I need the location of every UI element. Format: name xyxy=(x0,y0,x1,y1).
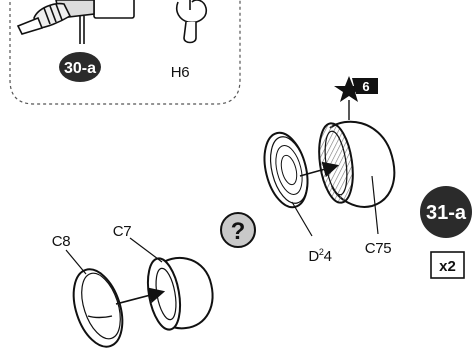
quantity-box: x2 xyxy=(430,251,465,279)
step-label: 31-a xyxy=(426,202,467,224)
part-label-c75: C75 xyxy=(365,240,392,257)
connector-illustration xyxy=(16,0,135,44)
star-icon xyxy=(334,76,364,102)
leader-c7 xyxy=(129,237,163,263)
star-number: 6 xyxy=(362,79,369,94)
part-label-d24: D24 xyxy=(308,247,331,265)
step-ref-badge: 30-a xyxy=(59,52,101,82)
star-badge: 6 xyxy=(334,76,378,102)
leader-c75 xyxy=(371,175,379,235)
help-symbol: ? xyxy=(231,218,246,245)
leader-d24 xyxy=(291,201,313,237)
assembly-arrow-upper xyxy=(299,161,340,178)
part-label-c7: C7 xyxy=(113,223,132,240)
assembly-arrow-lower xyxy=(115,287,166,305)
star-tag xyxy=(352,78,378,94)
bulb-holder-illustration xyxy=(175,0,208,44)
step-ref-label: 30-a xyxy=(64,60,96,77)
part-label-c8: C8 xyxy=(52,233,71,250)
part-label-h6: H6 xyxy=(171,64,190,81)
quantity-multiplier: x2 xyxy=(439,258,456,275)
reflector-c75 xyxy=(318,120,396,208)
step-badge: 31-a xyxy=(420,186,472,238)
leader-c8 xyxy=(65,249,87,275)
subassembly-panel: 30-a H6 xyxy=(9,0,241,105)
lens-c8 xyxy=(72,268,124,348)
lens-d24 xyxy=(263,131,309,209)
help-question-icon: ? xyxy=(220,212,256,248)
